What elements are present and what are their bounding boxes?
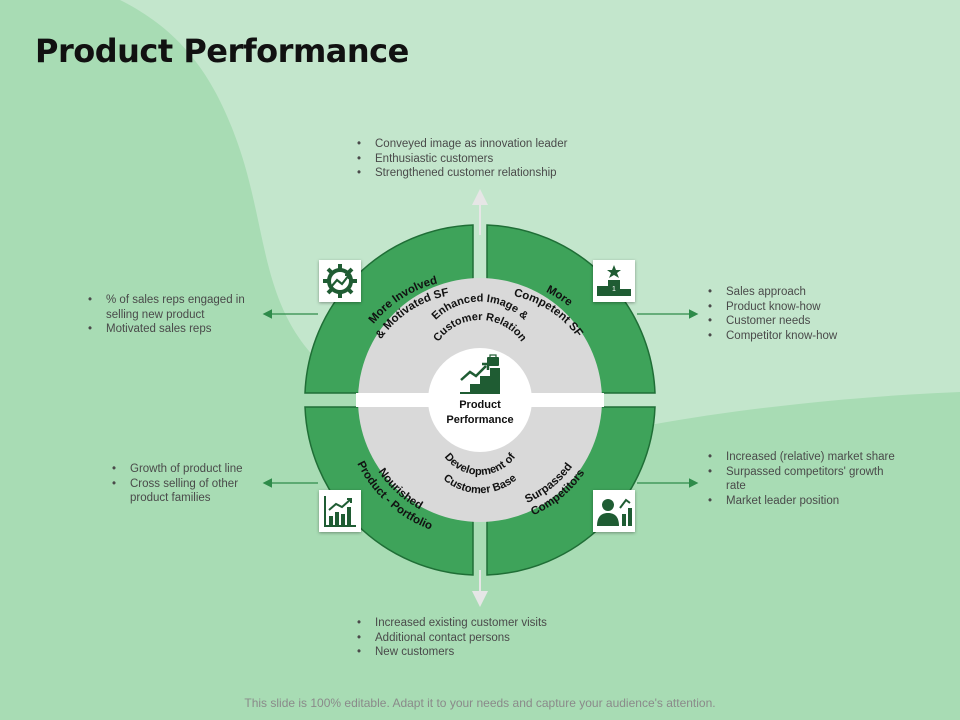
center-label-line2: Performance: [446, 414, 514, 426]
bullets-left-top: % of sales reps engaged in selling new p…: [86, 293, 271, 337]
list-item: Growth of product line: [110, 462, 275, 477]
list-item: Strengthened customer relationship: [355, 166, 625, 181]
list-item: New customers: [355, 645, 615, 660]
list-item: Product know-how: [706, 300, 906, 315]
list-item: Motivated sales reps: [86, 322, 271, 337]
growth-stairs-icon: [460, 354, 500, 394]
footer-note: This slide is 100% editable. Adapt it to…: [244, 696, 716, 710]
icon-box-bottom-left: [319, 490, 361, 532]
icon-box-top-right: 1: [593, 260, 635, 302]
list-item: Conveyed image as innovation leader: [355, 137, 625, 152]
icon-box-top-left: [319, 260, 361, 302]
center-label: Product Performance: [432, 398, 528, 428]
svg-text:1: 1: [612, 286, 616, 293]
bullets-top: Conveyed image as innovation leader Enth…: [355, 137, 625, 181]
list-item: Sales approach: [706, 285, 906, 300]
list-item: Market leader position: [706, 494, 896, 509]
list-item: Customer needs: [706, 314, 906, 329]
icon-box-bottom-right: [593, 490, 635, 532]
center-label-line1: Product: [459, 399, 501, 411]
list-item: Competitor know-how: [706, 329, 906, 344]
bullets-right-top: Sales approach Product know-how Customer…: [706, 285, 906, 343]
gear-growth-icon: [323, 264, 357, 298]
list-item: % of sales reps engaged in selling new p…: [86, 293, 271, 322]
bar-chart-icon: [324, 496, 356, 527]
list-item: Cross selling of other product families: [110, 477, 275, 506]
list-item: Enthusiastic customers: [355, 152, 625, 167]
list-item: Additional contact persons: [355, 631, 615, 646]
list-item: Surpassed competitors' growth rate: [706, 465, 896, 494]
list-item: Increased existing customer visits: [355, 616, 615, 631]
bullets-bottom: Increased existing customer visits Addit…: [355, 616, 615, 660]
list-item: Increased (relative) market share: [706, 450, 896, 465]
bullets-left-bottom: Growth of product line Cross selling of …: [110, 462, 275, 506]
center-circle: [428, 348, 532, 452]
bullets-right-bottom: Increased (relative) market share Surpas…: [706, 450, 896, 508]
businessman-chart-icon: [597, 498, 632, 526]
page-title: Product Performance: [35, 32, 409, 70]
podium-star-icon: 1: [597, 265, 631, 296]
